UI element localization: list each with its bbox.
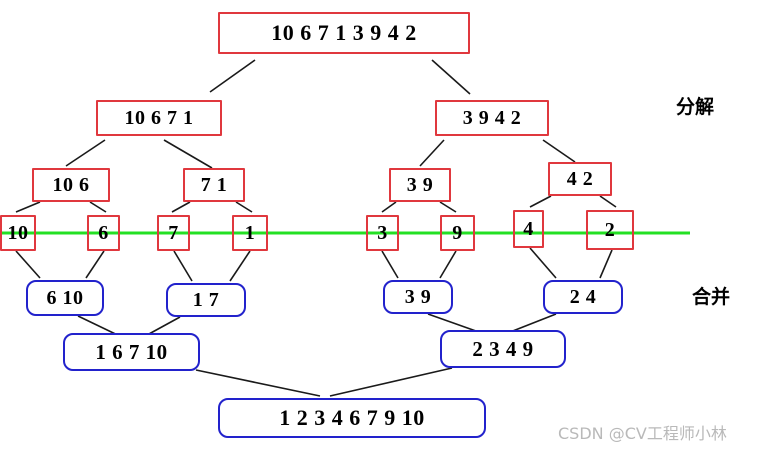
edge-6-to-mll [85,250,105,279]
edge-lr-to-7 [171,201,191,213]
merge-box-m-lr: 1 7 [166,283,246,317]
divide-box-d-lr: 7 1 [183,168,245,202]
divide-box-d-leaf-7: 7 [157,215,190,251]
edge-7-to-mlr [173,250,193,282]
divide-box-d-r: 3 9 4 2 [435,100,549,136]
edge-r-to-rl [419,139,445,167]
merge-box-m-rl: 3 9 [383,280,453,314]
edge-4-to-mrr [529,247,557,279]
divide-box-d-leaf-2: 2 [586,210,634,250]
edge-ll-to-10 [15,201,41,213]
edge-root-to-left [209,59,256,93]
divide-box-d-leaf-10: 10 [0,215,36,251]
edge-1-to-mlr [229,250,251,282]
edge-r-to-rr [542,139,576,163]
divide-box-d-ll: 10 6 [32,168,110,202]
edge-10-to-mll [15,250,41,279]
divide-box-d-l: 10 6 7 1 [96,100,222,136]
edge-rl-to-9 [439,201,457,213]
divide-box-d-leaf-6: 6 [87,215,120,251]
edge-3-to-mrl [381,250,399,279]
csdn-watermark: CSDN @CV工程师小林 [558,424,727,443]
divide-box-d-rl: 3 9 [389,168,451,202]
merge-box-m-rr: 2 4 [543,280,623,314]
divide-box-d-root: 10 6 7 1 3 9 4 2 [218,12,470,54]
merge-box-m-root: 1 2 3 4 6 7 9 10 [218,398,486,438]
merge-box-m-ll: 6 10 [26,280,104,316]
edge-root-to-right [431,59,471,95]
merge-phase-label: 合并 [692,286,731,308]
edge-rl-to-3 [381,201,397,213]
merge-box-m-r: 2 3 4 9 [440,330,566,368]
edge-ll-to-6 [89,201,107,213]
edge-lr-to-1 [235,201,253,213]
divide-box-d-rr: 4 2 [548,162,612,196]
divide-box-d-leaf-4: 4 [513,210,544,248]
edge-2-to-mrr [599,249,613,279]
divide-phase-label: 分解 [676,96,715,118]
edge-9-to-mrl [439,250,457,279]
divide-box-d-leaf-3: 3 [366,215,399,251]
edge-mr-to-root [329,367,453,397]
divide-box-d-leaf-9: 9 [440,215,475,251]
divide-box-d-leaf-1: 1 [232,215,268,251]
edge-l-to-ll [65,139,106,167]
edge-rr-to-2 [599,195,617,208]
edge-ml-to-root [195,369,321,397]
merge-box-m-l: 1 6 7 10 [63,333,200,371]
edge-l-to-lr [163,139,213,169]
edge-rr-to-4 [529,195,552,208]
